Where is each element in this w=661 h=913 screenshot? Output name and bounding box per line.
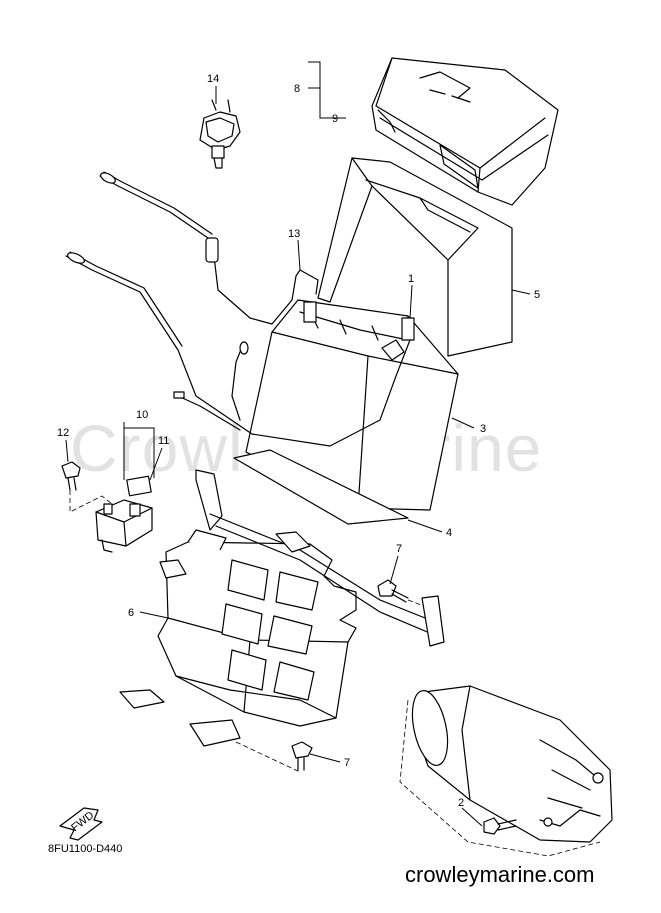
callout-7-lower: 7 (344, 757, 350, 769)
callout-3: 3 (480, 423, 486, 435)
callout-12: 12 (57, 427, 69, 439)
diagram-code: 8FU1100-D440 (48, 843, 123, 855)
battery-holder[interactable] (119, 469, 445, 747)
bolt-2[interactable] (483, 817, 517, 835)
callout-8: 8 (294, 83, 300, 95)
bolt-7-upper[interactable] (377, 579, 409, 603)
cable-clip[interactable] (199, 99, 241, 169)
callout-6: 6 (128, 607, 134, 619)
bolt-12[interactable] (61, 461, 81, 491)
callout-4: 4 (446, 527, 452, 539)
callout-7-upper: 7 (396, 543, 402, 555)
fwd-arrow-icon: FWD (59, 807, 103, 841)
leader-lines (65, 61, 531, 827)
battery-cover[interactable] (371, 57, 559, 206)
callouts: 1 2 3 4 5 6 7 7 8 9 10 11 12 13 14 (57, 73, 540, 809)
callout-2: 2 (458, 797, 464, 809)
fuse-holder[interactable] (95, 475, 153, 553)
callout-10: 10 (136, 409, 148, 421)
callout-13: 13 (288, 228, 300, 240)
callout-5: 5 (534, 289, 540, 301)
battery-mat[interactable] (233, 449, 409, 525)
battery-cables[interactable] (65, 171, 411, 447)
callout-14: 14 (207, 73, 219, 85)
callout-1: 1 (408, 273, 414, 285)
starter-motor[interactable] (406, 685, 613, 843)
battery-band[interactable] (317, 157, 513, 357)
website-link[interactable]: crowleymarine.com (405, 862, 595, 887)
bolt-7-lower[interactable] (291, 741, 313, 771)
callout-11: 11 (158, 435, 169, 447)
callout-9: 9 (332, 113, 338, 125)
